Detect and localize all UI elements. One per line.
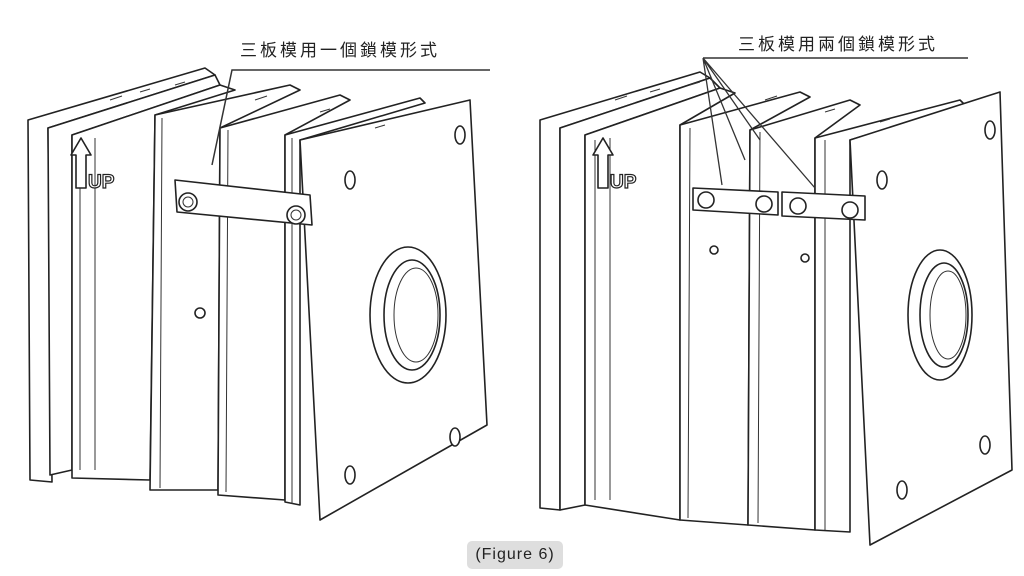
right-figure-label: 三板模用兩個鎖模形式	[738, 35, 938, 55]
figure-caption: (Figure 6)	[467, 541, 563, 569]
right-up-marker: UP	[610, 172, 637, 193]
left-up-marker: UP	[88, 172, 115, 193]
left-mold-drawing: UP	[27, 67, 490, 521]
right-mold-drawing: UP	[539, 57, 1013, 546]
left-figure-label: 三板模用一個鎖模形式	[240, 41, 440, 61]
